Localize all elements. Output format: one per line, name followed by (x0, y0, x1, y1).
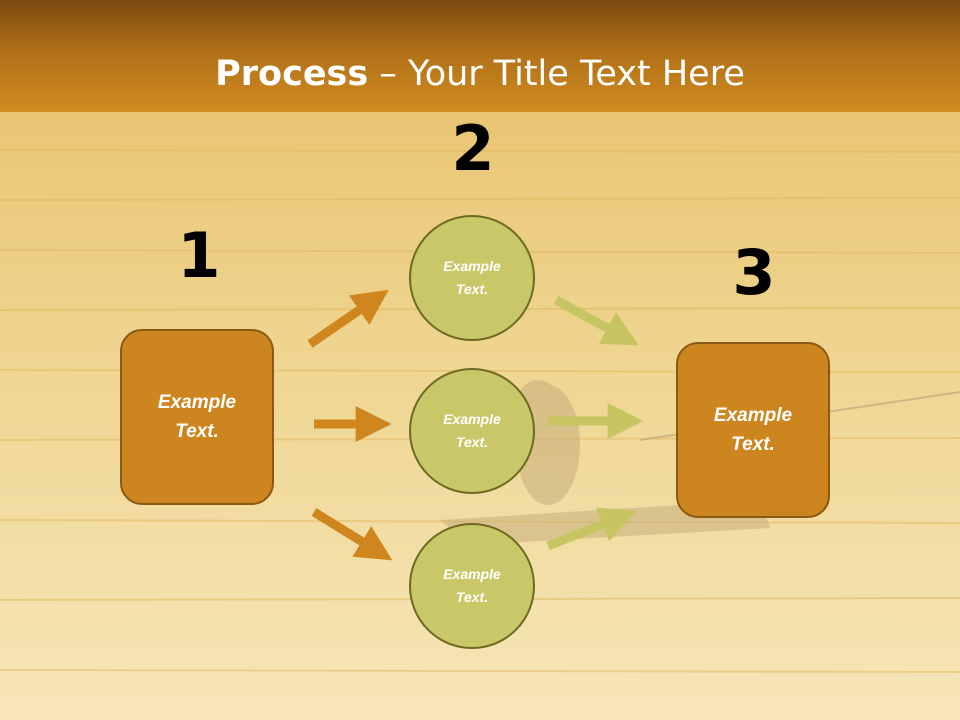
circle-top-text: Example Text. (443, 258, 501, 297)
step-1-box: Example Text. (120, 329, 274, 505)
step-2-circle-bottom: Example Text. (409, 523, 535, 649)
step-3-box-text: Example Text. (713, 405, 793, 455)
title-rest: – Your Title Text Here (368, 54, 745, 94)
title-bold: Process (215, 54, 369, 94)
step-1-box-text: Example Text. (157, 392, 237, 442)
arrow-bottom-to-right (546, 507, 637, 551)
arrow-left-to-top (307, 289, 389, 348)
step-number-2: 2 (451, 112, 495, 185)
circle-middle-text: Example Text. (443, 411, 501, 450)
slide-title: Process – Your Title Text Here (0, 50, 960, 98)
step-number-1: 1 (177, 219, 221, 292)
step-2-circle-top: Example Text. (409, 215, 535, 341)
title-bar (0, 0, 960, 112)
circle-bottom-text: Example Text. (443, 566, 501, 605)
step-3-box: Example Text. (676, 342, 830, 518)
step-number-3: 3 (732, 236, 776, 309)
arrow-top-to-right (553, 296, 639, 346)
arrow-left-to-bottom (311, 508, 393, 561)
step-2-circle-middle: Example Text. (409, 368, 535, 494)
